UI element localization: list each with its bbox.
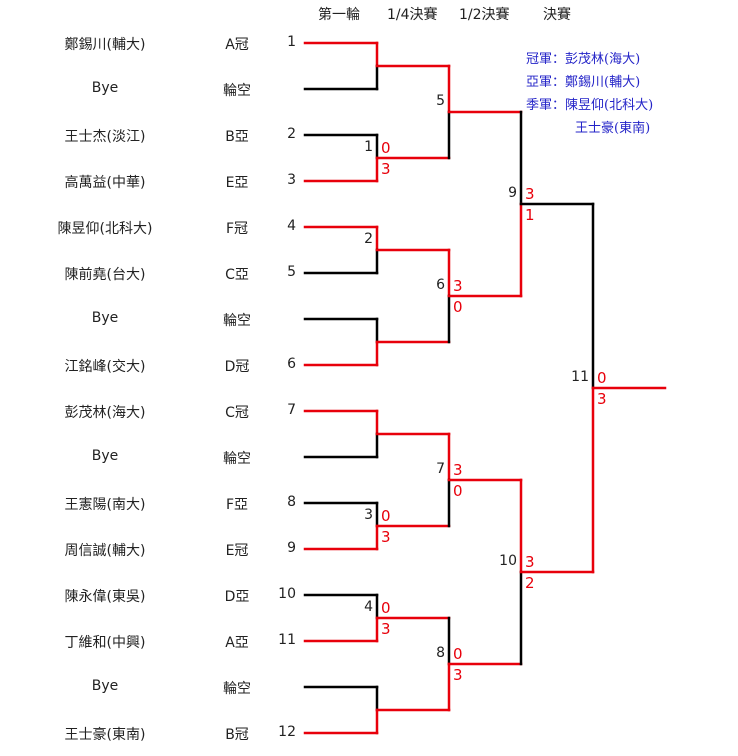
match-number: 3 <box>364 507 373 523</box>
match-score-top: 0 <box>453 645 463 663</box>
result-runner-up: 亞軍：鄭錫川(輔大) <box>526 75 641 90</box>
player-seed: D冠 <box>224 359 250 375</box>
result-third-place: 季軍：陳昱仰(北科大) <box>526 98 654 113</box>
match-score-top: 3 <box>525 553 535 571</box>
player-name: 高萬益(中華) <box>64 175 146 191</box>
match-number: 8 <box>436 645 445 661</box>
player-slot: 3 <box>287 172 296 188</box>
match-number: 6 <box>436 277 445 293</box>
match-score-top: 3 <box>525 185 535 203</box>
result-third-place-2: 王士豪(東南) <box>575 121 651 136</box>
header-semifinal: 1/2決賽 <box>459 7 510 23</box>
match-score-bottom: 2 <box>525 574 535 592</box>
player-seed: 輪空 <box>223 451 251 467</box>
player-name: Bye <box>91 448 119 464</box>
player-name: Bye <box>91 310 119 326</box>
match-number: 10 <box>499 553 517 569</box>
player-slot: 6 <box>287 356 296 372</box>
player-slot: 9 <box>287 540 296 556</box>
player-seed: E冠 <box>225 543 249 559</box>
player-seed: 輪空 <box>223 83 251 99</box>
player-seed: F亞 <box>225 497 249 513</box>
player-seed: A亞 <box>225 635 249 651</box>
player-slot: 2 <box>287 126 296 142</box>
player-seed: C冠 <box>225 405 249 421</box>
player-name: 彭茂林(海大) <box>64 405 146 421</box>
player-name: 王士豪(東南) <box>64 727 146 743</box>
player-name: 鄭錫川(輔大) <box>64 37 146 53</box>
match-score-bottom: 1 <box>525 206 535 224</box>
player-name: 周信誠(輔大) <box>64 543 146 559</box>
player-name: Bye <box>91 80 119 96</box>
match-number: 4 <box>364 599 373 615</box>
player-name: 陳前堯(台大) <box>64 267 146 283</box>
player-slot: 4 <box>287 218 296 234</box>
player-name: 王憲陽(南大) <box>64 497 146 513</box>
match-score-bottom: 3 <box>453 666 463 684</box>
player-name: 王士杰(淡江) <box>64 129 146 145</box>
match-score-bottom: 0 <box>453 298 463 316</box>
match-number: 7 <box>436 461 445 477</box>
player-seed: A冠 <box>225 37 249 53</box>
player-seed: E亞 <box>225 175 249 191</box>
match-number: 2 <box>364 231 373 247</box>
match-score-top: 3 <box>453 461 463 479</box>
match-score-bottom: 3 <box>381 160 391 178</box>
match-score-bottom: 0 <box>453 482 463 500</box>
player-seed: F冠 <box>225 221 249 237</box>
player-slot: 7 <box>287 402 296 418</box>
player-seed: B冠 <box>225 727 249 743</box>
player-slot: 8 <box>287 494 296 510</box>
player-seed: 輪空 <box>223 681 251 697</box>
player-slot: 1 <box>287 34 296 50</box>
player-slot: 11 <box>278 632 296 648</box>
player-seed: C亞 <box>225 267 249 283</box>
match-score-top: 0 <box>381 507 391 525</box>
player-name: 丁維和(中興) <box>64 635 146 651</box>
player-name: 陳永偉(東吳) <box>64 589 146 605</box>
header-round1: 第一輪 <box>318 7 360 23</box>
player-name: Bye <box>91 678 119 694</box>
header-final: 決賽 <box>543 7 571 23</box>
player-name: 陳昱仰(北科大) <box>57 221 153 237</box>
match-number: 1 <box>364 139 373 155</box>
match-number: 5 <box>436 93 445 109</box>
match-score-top: 3 <box>453 277 463 295</box>
player-slot: 12 <box>278 724 296 740</box>
match-score-top: 0 <box>597 369 607 387</box>
header-quarterfinal: 1/4決賽 <box>387 7 438 23</box>
match-score-bottom: 3 <box>381 528 391 546</box>
result-champion: 冠軍：彭茂林(海大) <box>526 52 641 67</box>
match-score-bottom: 3 <box>381 620 391 638</box>
match-number: 9 <box>508 185 517 201</box>
player-seed: D亞 <box>224 589 250 605</box>
player-name: 江銘峰(交大) <box>64 359 146 375</box>
match-score-bottom: 3 <box>597 390 607 408</box>
match-number: 11 <box>571 369 589 385</box>
match-score-top: 0 <box>381 139 391 157</box>
player-seed: B亞 <box>225 129 249 145</box>
match-score-top: 0 <box>381 599 391 617</box>
player-slot: 10 <box>278 586 296 602</box>
player-seed: 輪空 <box>223 313 251 329</box>
player-slot: 5 <box>287 264 296 280</box>
